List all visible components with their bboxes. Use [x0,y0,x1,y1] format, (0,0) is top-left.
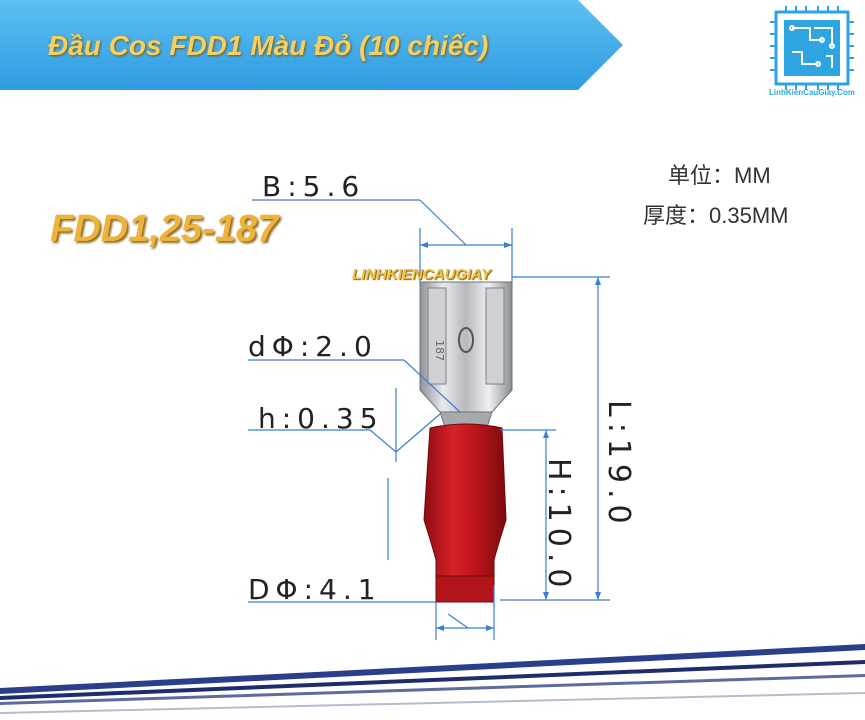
model-number: FDD1,25-187 [50,208,279,250]
thickness-label: 厚度：0.35MM [643,203,789,228]
red-insulation-sleeve [423,423,507,603]
dimension-b-label: B:5.6 [262,170,366,203]
dimension-lines [248,199,610,640]
logo-caption: LinhKienCauGiay.Com [768,88,856,97]
bottom-stripes [0,644,865,720]
dimension-d-label: dΦ:2.0 [248,330,378,363]
dimension-l-label: L:19.0 [601,400,636,530]
metal-receptacle: 187 [419,281,513,431]
svg-text:187: 187 [433,340,446,361]
dimension-height-label: H:10.0 [541,458,576,594]
watermark-text: LINHKIENCAUGIAY [352,266,491,283]
logo [762,6,862,100]
circuit-chip-icon [770,6,854,90]
dimension-h-label: h:0.35 [258,402,384,435]
dimension-outer-d-label: DΦ:4.1 [248,573,382,606]
unit-label: 单位：MM [668,163,771,188]
page-title: Đầu Cos FDD1 Màu Đỏ (10 chiếc) [48,30,489,61]
title-banner: Đầu Cos FDD1 Màu Đỏ (10 chiếc) [0,0,625,90]
dimension-arrows [420,242,601,631]
banner-shape [0,0,623,90]
